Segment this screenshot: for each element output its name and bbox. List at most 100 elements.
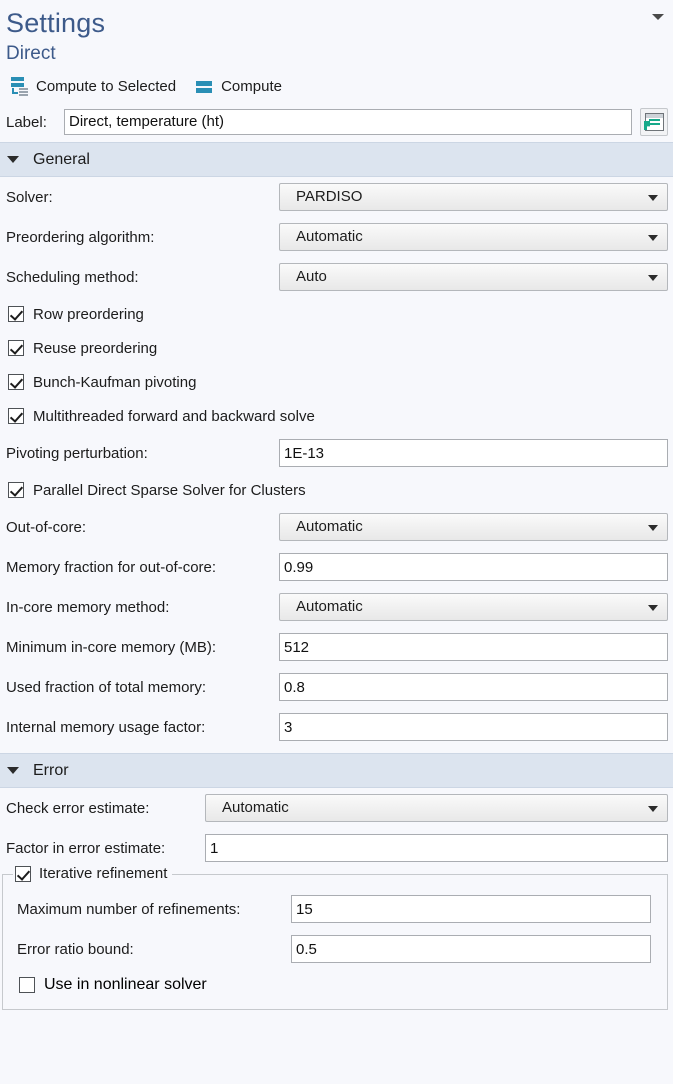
internal-memory-usage-factor-input[interactable] [279,713,668,741]
row-minimum-in-core-memory: Minimum in-core memory (MB): [0,627,673,667]
row-check-error-estimate: Check error estimate: Automatic [0,788,673,828]
label-in-core-memory-method: In-core memory method: [6,599,169,616]
compute-to-selected-icon [9,76,29,96]
row-pivoting-perturbation: Pivoting perturbation: [0,433,673,473]
label-field-label: Label: [6,114,58,131]
internal-memory-usage-factor-field [279,713,668,741]
row-memory-fraction-out-of-core: Memory fraction for out-of-core: [0,547,673,587]
checkbox-bunch-kaufman-pivoting[interactable] [8,374,24,390]
pivoting-perturbation-field [279,439,668,467]
row-error-ratio-bound: Error ratio bound: [3,929,667,969]
checkbox-label-iterative-refinement: Iterative refinement [39,865,167,882]
checkbox-parallel-direct-sparse-solver[interactable] [8,482,24,498]
checkbox-label-multithreaded-solve: Multithreaded forward and backward solve [33,408,315,425]
label-scheduling-method: Scheduling method: [6,269,139,286]
compute-to-selected-label: Compute to Selected [36,78,176,95]
check-error-estimate-dropdown[interactable]: Automatic [205,794,668,822]
checkbox-row-multithreaded-solve: Multithreaded forward and backward solve [0,399,673,433]
section-title-error: Error [33,762,69,780]
iterative-refinement-legend: Iterative refinement [13,865,172,882]
minimum-in-core-memory-input[interactable] [279,633,668,661]
in-core-memory-method-value: Automatic [296,594,363,620]
checkbox-label-reuse-preordering: Reuse preordering [33,340,157,357]
page-title: Settings [6,6,673,40]
section-header-error[interactable]: Error [0,753,673,788]
compute-equals-icon [194,76,214,96]
toolbar: Compute to Selected Compute [0,67,673,104]
chevron-down-icon [648,235,658,241]
memory-fraction-out-of-core-field [279,553,668,581]
row-out-of-core: Out-of-core: Automatic [0,507,673,547]
label-used-fraction-total-memory: Used fraction of total memory: [6,679,206,696]
section-title-general: General [33,151,90,169]
preordering-algorithm-value: Automatic [296,224,363,250]
scheduling-method-dropdown[interactable]: Auto [279,263,668,291]
minimum-in-core-memory-field [279,633,668,661]
error-ratio-bound-field [291,935,651,963]
page-subtitle: Direct [6,41,673,67]
compute-label: Compute [221,78,282,95]
checkbox-use-in-nonlinear-solver[interactable] [19,977,35,993]
triangle-down-icon [7,156,19,163]
row-internal-memory-usage-factor: Internal memory usage factor: [0,707,673,747]
label-internal-memory-usage-factor: Internal memory usage factor: [6,719,205,736]
row-scheduling-method: Scheduling method: Auto [0,257,673,297]
factor-in-error-estimate-input[interactable] [205,834,668,862]
label-factor-in-error-estimate: Factor in error estimate: [6,840,165,857]
label-out-of-core: Out-of-core: [6,519,86,536]
row-preordering-algorithm: Preordering algorithm: Automatic [0,217,673,257]
row-in-core-memory-method: In-core memory method: Automatic [0,587,673,627]
label-preordering-algorithm: Preordering algorithm: [6,229,154,246]
label-error-ratio-bound: Error ratio bound: [17,941,134,958]
label-solver: Solver: [6,189,53,206]
chevron-down-icon [648,195,658,201]
memory-fraction-out-of-core-input[interactable] [279,553,668,581]
panel-header: Settings Direct [0,0,673,67]
section-header-general[interactable]: General [0,142,673,177]
row-factor-in-error-estimate: Factor in error estimate: [0,828,673,868]
out-of-core-value: Automatic [296,514,363,540]
checkbox-row-row-preordering: Row preordering [0,297,673,331]
checkbox-label-bunch-kaufman-pivoting: Bunch-Kaufman pivoting [33,374,196,391]
checkbox-row-use-in-nonlinear-solver: Use in nonlinear solver [3,969,667,1001]
solver-dropdown[interactable]: PARDISO [279,183,668,211]
solver-value: PARDISO [296,184,362,210]
label-minimum-in-core-memory: Minimum in-core memory (MB): [6,639,216,656]
chevron-down-icon[interactable] [652,14,664,20]
chevron-down-icon [648,806,658,812]
triangle-down-icon [7,767,19,774]
checkbox-iterative-refinement[interactable] [15,866,31,882]
compute-to-selected-button[interactable]: Compute to Selected [4,74,181,98]
checkbox-row-preordering[interactable] [8,306,24,322]
chevron-down-icon [648,275,658,281]
error-section-body: Check error estimate: Automatic Factor i… [0,788,673,1010]
chevron-down-icon [648,525,658,531]
used-fraction-total-memory-input[interactable] [279,673,668,701]
compute-button[interactable]: Compute [189,74,287,98]
label-pivoting-perturbation: Pivoting perturbation: [6,445,148,462]
chevron-down-icon [648,605,658,611]
label-row: Label: [0,104,673,142]
maximum-number-of-refinements-input[interactable] [291,895,651,923]
check-error-estimate-value: Automatic [222,795,289,821]
checkbox-multithreaded-solve[interactable] [8,408,24,424]
rename-button[interactable] [640,108,668,136]
used-fraction-total-memory-field [279,673,668,701]
label-maximum-number-of-refinements: Maximum number of refinements: [17,901,240,918]
maximum-number-of-refinements-field [291,895,651,923]
factor-in-error-estimate-field [205,834,668,862]
preordering-algorithm-dropdown[interactable]: Automatic [279,223,668,251]
iterative-refinement-group: Iterative refinement Maximum number of r… [2,874,668,1010]
label-check-error-estimate: Check error estimate: [6,800,149,817]
checkbox-row-bunch-kaufman-pivoting: Bunch-Kaufman pivoting [0,365,673,399]
in-core-memory-method-dropdown[interactable]: Automatic [279,593,668,621]
checkbox-reuse-preordering[interactable] [8,340,24,356]
checkbox-label-row-preordering: Row preordering [33,306,144,323]
label-input[interactable] [64,109,632,135]
pivoting-perturbation-input[interactable] [279,439,668,467]
error-ratio-bound-input[interactable] [291,935,651,963]
out-of-core-dropdown[interactable]: Automatic [279,513,668,541]
row-used-fraction-total-memory: Used fraction of total memory: [0,667,673,707]
row-solver: Solver: PARDISO [0,177,673,217]
